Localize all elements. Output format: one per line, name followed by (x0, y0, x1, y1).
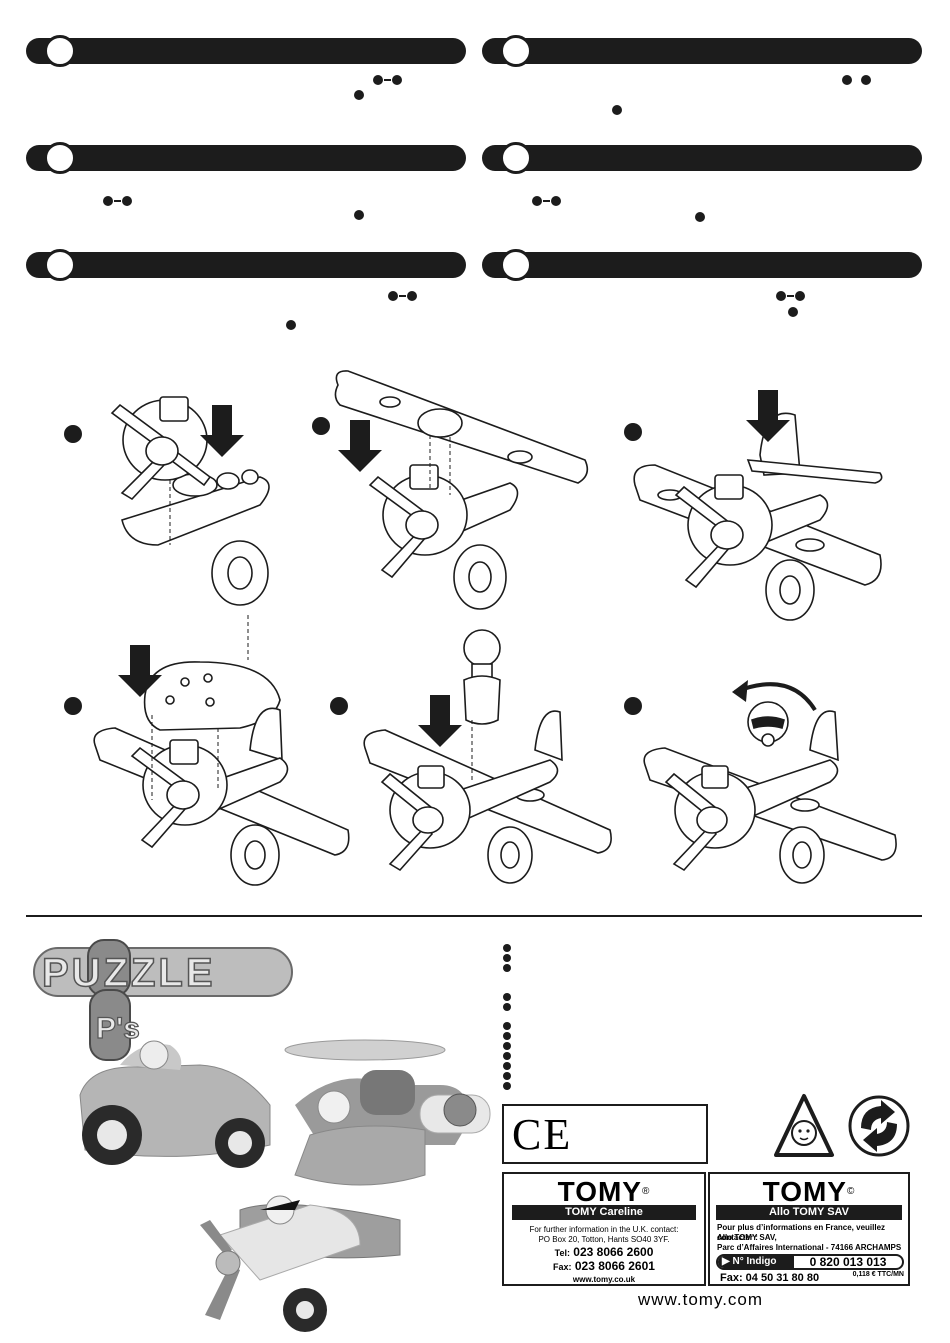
ref-dot (407, 291, 417, 301)
tel-label: Tel: (554, 1248, 570, 1258)
play-icon: ▶ (722, 1256, 730, 1267)
ref-dot (788, 307, 798, 317)
registered-mark: ® (642, 1186, 651, 1197)
ce-mark: CE (512, 1110, 573, 1159)
step-dot-5 (330, 697, 348, 715)
ref-dash (384, 79, 391, 81)
section-bar-3 (26, 145, 466, 171)
fr-sav-box: TOMY© Allo TOMY SAV Pour plus d’informat… (708, 1172, 910, 1286)
lang-dot (503, 1062, 511, 1070)
ref-dot (776, 291, 786, 301)
careline-title: TOMY Careline (512, 1205, 696, 1220)
section-bar-5 (26, 252, 466, 278)
lang-dot (503, 1022, 511, 1030)
puzzle-logo: PUZZLE P's (33, 939, 293, 1061)
lion-warning-icon (774, 1094, 834, 1157)
step-5-illustration (363, 629, 612, 884)
careline-tel: Tel: 023 8066 2600 (504, 1245, 704, 1261)
section-badge-6 (500, 249, 532, 281)
section-badge-5 (44, 249, 76, 281)
ref-dash (787, 295, 794, 297)
ref-dot (122, 196, 132, 206)
lang-dot (503, 1032, 511, 1040)
fax-label: Fax: (553, 1262, 572, 1272)
sav-fax: Fax: 04 50 31 80 80 (720, 1272, 820, 1284)
step-dot-6 (624, 697, 642, 715)
tomy-brand-fr: TOMY (762, 1176, 847, 1207)
section-bar-4 (482, 145, 922, 171)
section-bar-2 (482, 38, 922, 64)
careline-web[interactable]: www.tomy.co.uk (572, 1275, 636, 1284)
section-badge-4 (500, 142, 532, 174)
step-4-illustration (93, 615, 350, 886)
step-dot-4 (64, 697, 82, 715)
ce-box: CE (502, 1104, 708, 1164)
section-badge-1 (44, 35, 76, 67)
careline-line2: PO Box 20, Totton, Hants SO40 3YF. (538, 1235, 670, 1244)
logo-subtext: P's (96, 1012, 140, 1045)
tomy-logo-fr: TOMY© (710, 1178, 908, 1206)
ref-dot (551, 196, 561, 206)
careline-fax: Fax: 023 8066 2601 (504, 1259, 704, 1275)
uk-careline-box: TOMY® TOMY Careline For further informat… (502, 1172, 706, 1286)
lang-dot (503, 1072, 511, 1080)
sav-line1: Pour plus d’informations en France, veui… (717, 1223, 886, 1242)
ref-dot (354, 90, 364, 100)
sav-line3: Parc d’Affaires International - 74166 AR… (717, 1243, 902, 1252)
step-6-illustration (643, 680, 897, 884)
tel-number: 023 8066 2600 (573, 1245, 654, 1259)
ref-dash (114, 200, 121, 202)
logo-text: PUZZLE (42, 951, 216, 995)
lang-dot (503, 1042, 511, 1050)
step-3-illustration (633, 390, 883, 621)
recycle-green-dot-icon (848, 1095, 910, 1157)
ref-dot (795, 291, 805, 301)
ref-dot (354, 210, 364, 220)
step-1-illustration (110, 396, 270, 606)
ref-dot (695, 212, 705, 222)
ref-dot (612, 105, 622, 115)
product-photo (79, 1039, 491, 1332)
lang-dot (503, 1082, 511, 1090)
indigo-number: 0 820 013 013 (809, 1255, 887, 1269)
tomy-logo-uk: TOMY® (504, 1178, 704, 1206)
lang-dot (503, 1003, 511, 1011)
lang-dot (503, 954, 511, 962)
lang-dot (503, 964, 511, 972)
footer-url[interactable]: www.tomy.com (638, 1290, 764, 1309)
step-2-illustration (334, 370, 589, 610)
section-bar-6 (482, 252, 922, 278)
fax-number: 023 8066 2601 (574, 1259, 655, 1273)
lang-dot (503, 944, 511, 952)
indigo-row: ▶ N° Indigo 0 820 013 013 (716, 1254, 904, 1270)
section-badge-3 (44, 142, 76, 174)
careline-line1: For further information in the U.K. cont… (529, 1225, 679, 1234)
ref-dot (532, 196, 542, 206)
indigo-label-pill: ▶ N° Indigo (718, 1256, 794, 1268)
tomy-brand: TOMY (557, 1176, 642, 1207)
step-dot-3 (624, 423, 642, 441)
ref-dot (388, 291, 398, 301)
sav-price: 0,118 € TTC/MN (852, 1271, 904, 1278)
ref-dot (103, 196, 113, 206)
sav-line2: Allo TOMY SAV, (717, 1233, 777, 1242)
ref-dash (543, 200, 550, 202)
ref-dot (392, 75, 402, 85)
sav-title: Allo TOMY SAV (716, 1205, 902, 1220)
step-dot-1 (64, 425, 82, 443)
indigo-label: N° Indigo (732, 1256, 777, 1267)
step-dot-2 (312, 417, 330, 435)
lang-dot (503, 993, 511, 1001)
ref-dot (861, 75, 871, 85)
ref-dot (373, 75, 383, 85)
section-divider (26, 915, 922, 917)
ref-dot (286, 320, 296, 330)
section-bar-1 (26, 38, 466, 64)
copyright-mark: © (847, 1186, 856, 1197)
section-badge-2 (500, 35, 532, 67)
lang-dot (503, 1052, 511, 1060)
ref-dot (842, 75, 852, 85)
ref-dash (399, 295, 406, 297)
